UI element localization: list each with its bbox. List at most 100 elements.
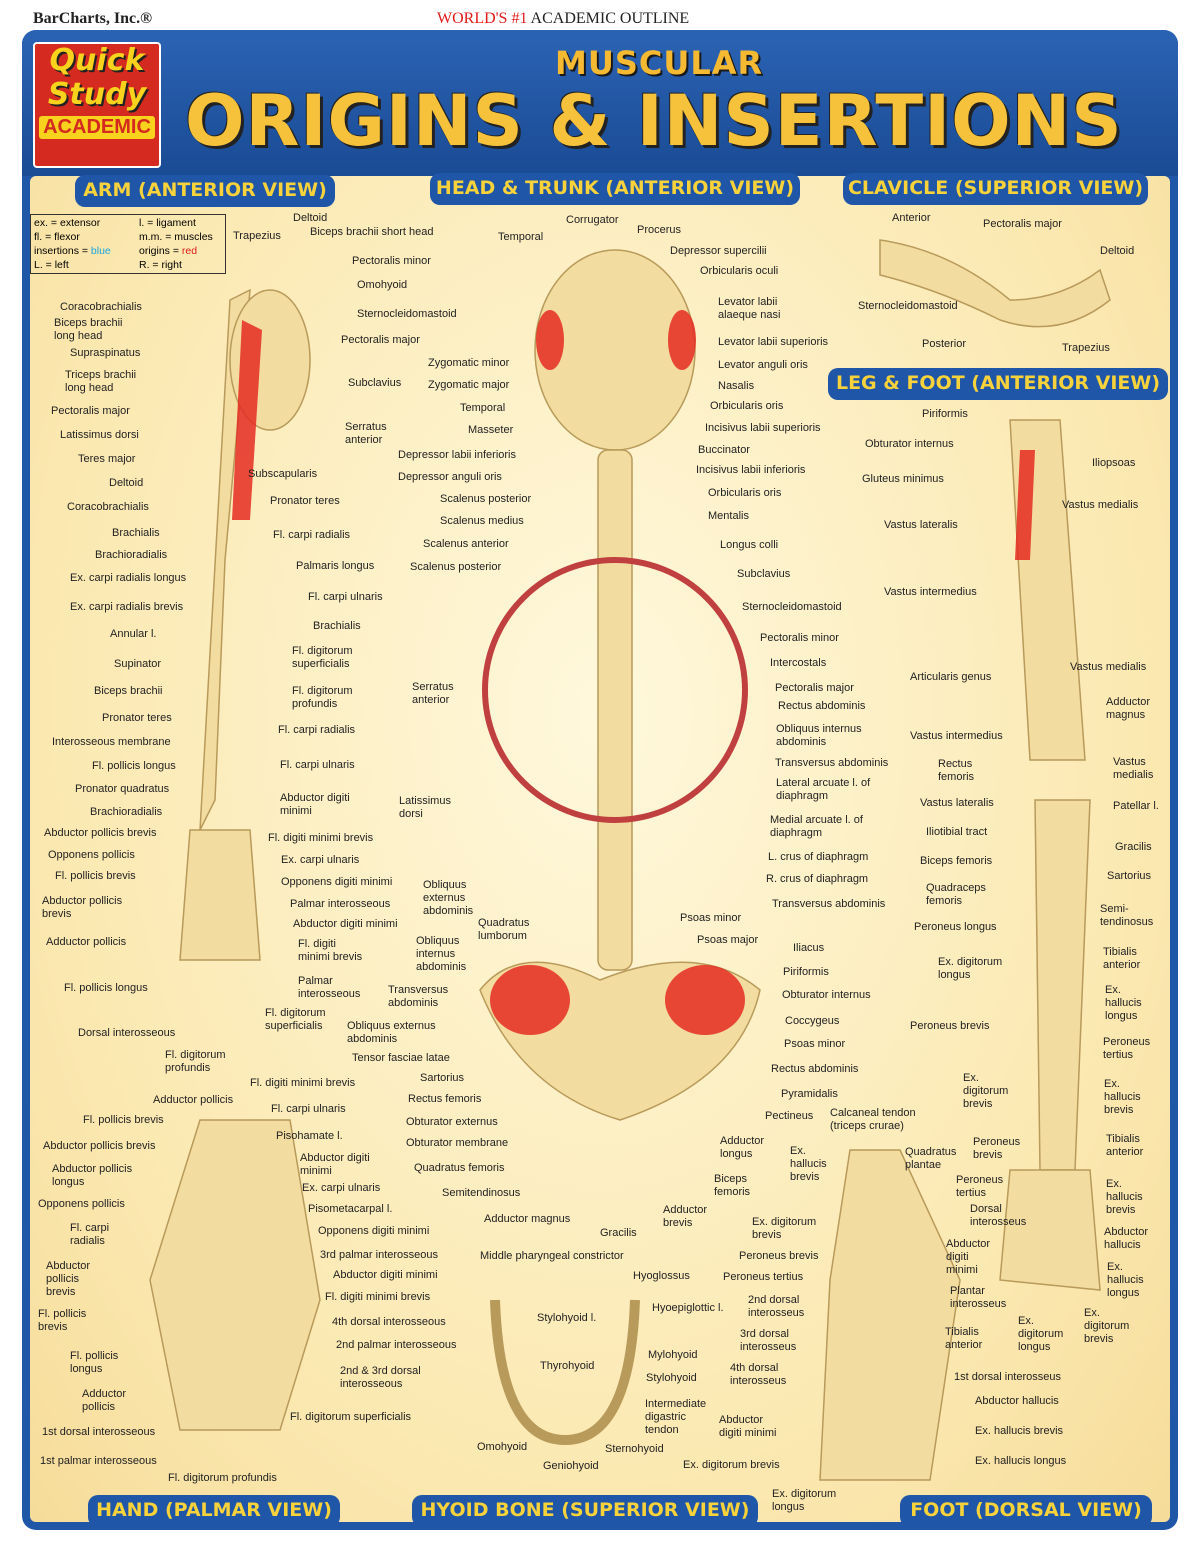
trunk-label: Orbicularis oris: [710, 400, 784, 412]
hand-label: 2nd & 3rd dorsal interosseous: [340, 1365, 421, 1390]
leg-label: Peroneus tertius: [1103, 1036, 1151, 1061]
arm-label: Brachialis: [112, 527, 160, 539]
arm-label: Abductor pollicis brevis: [42, 895, 123, 920]
hand-label: Fl. pollicis longus: [70, 1350, 119, 1375]
hyoid-label: Middle pharyngeal constrictor: [480, 1250, 624, 1262]
trunk-label: Sartorius: [420, 1072, 465, 1084]
leg-label: Piriformis: [922, 408, 968, 420]
arm-label: Palmar interosseous: [298, 975, 361, 1000]
foot-label: Quadratus plantae: [905, 1146, 957, 1171]
legend: ex. = extensor l. = ligament fl. = flexo…: [30, 214, 226, 274]
leg-label: Rectus femoris: [938, 758, 975, 783]
foot-label: Peroneus tertius: [723, 1271, 804, 1283]
trunk-label: Masseter: [468, 424, 514, 436]
leg-label: Iliopsoas: [1092, 457, 1136, 469]
trunk-label: Gracilis: [600, 1227, 637, 1239]
trunk-label: Depressor supercilii: [670, 245, 767, 257]
arm-label: Abductor digiti minimi: [280, 792, 350, 817]
foot-label: Ex. hallucis brevis: [1106, 1178, 1143, 1216]
trunk-label: Transversus abdominis: [388, 984, 449, 1009]
foot-label: Peroneus tertius: [956, 1174, 1004, 1199]
hand-label: Fl. digiti minimi brevis: [250, 1077, 356, 1089]
legend-origins: origins = red: [139, 244, 197, 258]
quick-study-logo: Quick Study ACADEMIC: [33, 42, 161, 168]
arm-label: Fl. pollicis longus: [64, 982, 148, 994]
hand-label: 1st dorsal interosseous: [42, 1426, 156, 1438]
arm-label: Pectoralis minor: [352, 255, 431, 267]
arm-label: Ex. carpi radialis longus: [70, 572, 187, 584]
trunk-label: Psoas minor: [784, 1038, 846, 1050]
foot-label: Tibialis anterior: [945, 1326, 983, 1351]
arm-label: Fl. digitorum superficialis: [292, 645, 353, 670]
hand-arm: [179, 829, 261, 961]
trunk-label: Lateral arcuate l. of diaphragm: [776, 777, 871, 802]
trunk-label: Pectoralis major: [775, 682, 854, 694]
arm-label: Brachioradialis: [95, 549, 168, 561]
hand-label: Fl. pollicis brevis: [38, 1308, 87, 1333]
trunk-label: Buccinator: [698, 444, 750, 456]
leg-label: Peroneus brevis: [910, 1020, 990, 1032]
foot-label: 2nd dorsal interosseus: [748, 1294, 805, 1319]
foot-label: Ex. digitorum brevis: [1084, 1307, 1130, 1345]
legend-left: L. = left: [34, 259, 69, 271]
hand-label: 4th dorsal interosseous: [332, 1316, 446, 1328]
trunk-label: Zygomatic minor: [428, 357, 510, 369]
tagline-highlight: WORLD'S #1: [437, 10, 528, 27]
spine: [597, 449, 633, 971]
arm-label: Coracobrachialis: [60, 301, 142, 313]
trunk-label: Quadratus femoris: [414, 1162, 505, 1174]
foot-label: Ex. digitorum brevis: [752, 1216, 817, 1241]
trunk-label: Transversus abdominis: [772, 898, 886, 910]
arm-label: Fl. digiti minimi brevis: [298, 938, 363, 963]
trunk-label: Adductor brevis: [663, 1204, 708, 1229]
trunk-label: Obturator internus: [782, 989, 871, 1001]
foot-label: Ex. hallucis brevis: [975, 1425, 1064, 1437]
foot-label: Ex. hallucis longus: [1107, 1261, 1144, 1299]
foot-label: Abductor hallucis: [975, 1395, 1059, 1407]
foot-label: Abductor digiti minimi: [946, 1238, 991, 1276]
trunk-label: Coccygeus: [785, 1015, 840, 1027]
hand-label: Fl. digitorum profundis: [168, 1472, 277, 1484]
trunk-label: Obliquus internus abdominis: [416, 935, 467, 973]
trunk-label: Incisivus labii superioris: [705, 422, 821, 434]
hyoid-label: Thyrohyoid: [540, 1360, 595, 1372]
legend-insertions: insertions = blue: [34, 244, 111, 258]
hand-label: Pisometacarpal l.: [308, 1203, 393, 1215]
leg-label: Vastus medialis: [1070, 661, 1147, 673]
clavicle-label: Trapezius: [1062, 342, 1110, 354]
leg-label: Vastus medialis: [1062, 499, 1139, 511]
hyoid-label: Stylohyoid: [646, 1372, 697, 1384]
section-hyoid: HYOID BONE (SUPERIOR VIEW): [412, 1495, 758, 1527]
foot-label: Ex. digitorum longus: [1018, 1315, 1064, 1353]
arm-label: Fl. carpi radialis: [273, 529, 351, 541]
arm-label: Supraspinatus: [70, 347, 141, 359]
trunk-label: Psoas major: [697, 934, 759, 946]
leg-label: Iliotibial tract: [926, 826, 988, 838]
trunk-label: Latissimus dorsi: [399, 795, 451, 820]
arm-label: Fl. digitorum profundis: [165, 1049, 226, 1074]
trunk-label: Obliquus externus abdominis: [423, 879, 474, 917]
trunk-label: Obturator membrane: [406, 1137, 509, 1149]
logo-quick: Quick: [49, 43, 145, 78]
trunk-label: Adductor longus: [720, 1135, 765, 1160]
hand-label: Abductor pollicis longus: [52, 1163, 133, 1188]
arm-label: Teres major: [78, 453, 136, 465]
trunk-label: Serratus anterior: [412, 681, 454, 706]
arm-label: Fl. digitorum profundis: [292, 685, 353, 710]
trunk-label: Adductor magnus: [484, 1213, 571, 1225]
arm-label: Ex. carpi ulnaris: [281, 854, 360, 866]
arm-label: Fl. carpi ulnaris: [280, 759, 355, 771]
hand-label: Ex. carpi ulnaris: [302, 1182, 381, 1194]
hand-label: Fl. carpi radialis: [70, 1222, 110, 1247]
title-muscular: MUSCULAR: [555, 44, 764, 82]
hand-label: Abductor pollicis brevis: [46, 1260, 91, 1298]
leg-label: Quadraceps femoris: [926, 882, 986, 907]
arm-label: Abductor pollicis brevis: [44, 827, 157, 839]
hyoid-label: Intermediate digastric tendon: [645, 1398, 707, 1436]
hand-label: Fl. digitorum superficialis: [290, 1411, 412, 1423]
arm-label: Deltoid: [293, 212, 328, 224]
trunk-label: Depressor labii inferioris: [398, 449, 516, 461]
trunk-label: Incisivus labii inferioris: [696, 464, 806, 476]
trunk-label: Obturator externus: [406, 1116, 498, 1128]
foot-label: Plantar interosseus: [950, 1285, 1007, 1310]
